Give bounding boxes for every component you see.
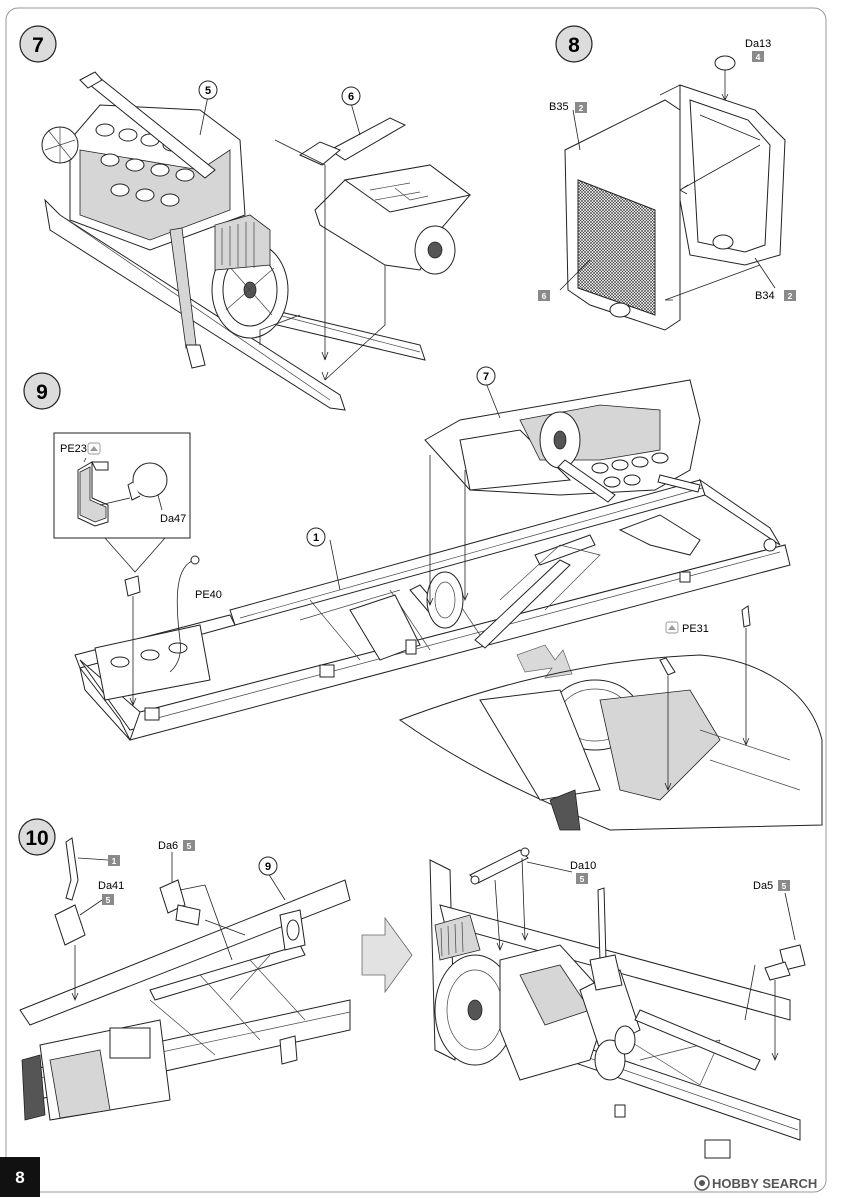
page-border xyxy=(5,7,827,1193)
chassis-illustration xyxy=(74,478,791,741)
sprue-number-da10: 5 xyxy=(580,874,585,884)
watermark-logo-icon xyxy=(694,1175,710,1191)
sprue-number-grille: 6 xyxy=(542,291,547,301)
step-8: 8 Da13 4 B35 2 B34 2 6 xyxy=(538,25,796,331)
callout-7: 7 xyxy=(483,371,489,383)
step-10-number: 10 xyxy=(25,827,48,850)
callout-6-circle xyxy=(341,86,361,106)
part-code-da10: Da10 xyxy=(570,860,596,872)
sprue-badge-da5 xyxy=(778,880,790,891)
part-code-pe23: PE23 xyxy=(60,443,87,455)
watermark: HOBBY SEARCH xyxy=(694,1175,817,1191)
step-8-number: 8 xyxy=(568,34,580,57)
sprue-badge-grille xyxy=(538,290,550,301)
callout-5-circle xyxy=(198,80,218,100)
callout-1-circle xyxy=(306,527,326,547)
chassis-right-illustration xyxy=(429,847,806,1159)
part-code-da47: Da47 xyxy=(160,513,186,525)
sprue-number-lever: 1 xyxy=(112,856,117,866)
detail-arrow xyxy=(516,644,573,679)
callout-5: 5 xyxy=(205,85,211,97)
page-number-tab xyxy=(0,1157,40,1197)
step-7: 7 xyxy=(19,25,472,411)
callout-6: 6 xyxy=(348,91,354,103)
step-9: 9 PE23 Da47 xyxy=(23,366,823,831)
step-7-circle xyxy=(19,25,57,63)
pe-icon xyxy=(87,442,101,455)
pe31-detail xyxy=(398,605,823,831)
step-10: 10 9 1 xyxy=(18,818,806,1159)
step-7-number: 7 xyxy=(32,34,44,57)
sprue-badge-da10 xyxy=(576,873,588,884)
chassis-left-illustration xyxy=(19,837,351,1121)
step-10-circle xyxy=(18,818,56,856)
pe-icon-pe31 xyxy=(665,621,679,634)
sprue-number-da13: 4 xyxy=(756,52,761,62)
sprue-number-da5: 5 xyxy=(782,881,787,891)
callout-9: 9 xyxy=(265,861,271,873)
detail-box: PE23 Da47 xyxy=(53,432,191,573)
part-code-da41: Da41 xyxy=(98,880,124,892)
watermark-text: HOBBY SEARCH xyxy=(712,1176,817,1191)
sprue-badge-da13 xyxy=(752,51,764,62)
part-code-pe31: PE31 xyxy=(682,623,709,635)
part-code-b34: B34 xyxy=(755,290,775,302)
sprue-number-b35: 2 xyxy=(579,103,584,113)
sprue-badge-da41 xyxy=(102,894,114,905)
sprue-badge-b35 xyxy=(575,102,587,113)
sprue-number-da41: 5 xyxy=(106,895,111,905)
part-code-b35: B35 xyxy=(549,101,569,113)
part-code-pe40: PE40 xyxy=(195,589,222,601)
gearbox-illustration xyxy=(298,117,472,275)
radiator-illustration xyxy=(559,55,786,331)
engine-assembly-illustration xyxy=(424,379,701,607)
part-code-da5: Da5 xyxy=(753,880,773,892)
part-code-da6: Da6 xyxy=(158,840,178,852)
part-code-da13: Da13 xyxy=(745,38,771,50)
callout-9-circle xyxy=(258,856,278,876)
step-7-leaders xyxy=(199,95,386,381)
sprue-number-b34: 2 xyxy=(788,291,793,301)
sprue-badge-lever xyxy=(108,855,120,866)
progress-arrow xyxy=(361,916,413,994)
step-9-circle xyxy=(23,372,61,410)
sprue-badge-b34 xyxy=(784,290,796,301)
callout-1: 1 xyxy=(313,532,319,544)
step-9-number: 9 xyxy=(36,381,48,404)
pe40-wire xyxy=(169,559,196,673)
callout-7-circle xyxy=(476,366,496,386)
sprue-number-da6: 5 xyxy=(187,841,192,851)
step-8-circle xyxy=(555,25,593,63)
engine-illustration xyxy=(41,71,426,411)
sprue-badge-da6 xyxy=(183,840,195,851)
page-number: 8 xyxy=(15,1168,24,1187)
